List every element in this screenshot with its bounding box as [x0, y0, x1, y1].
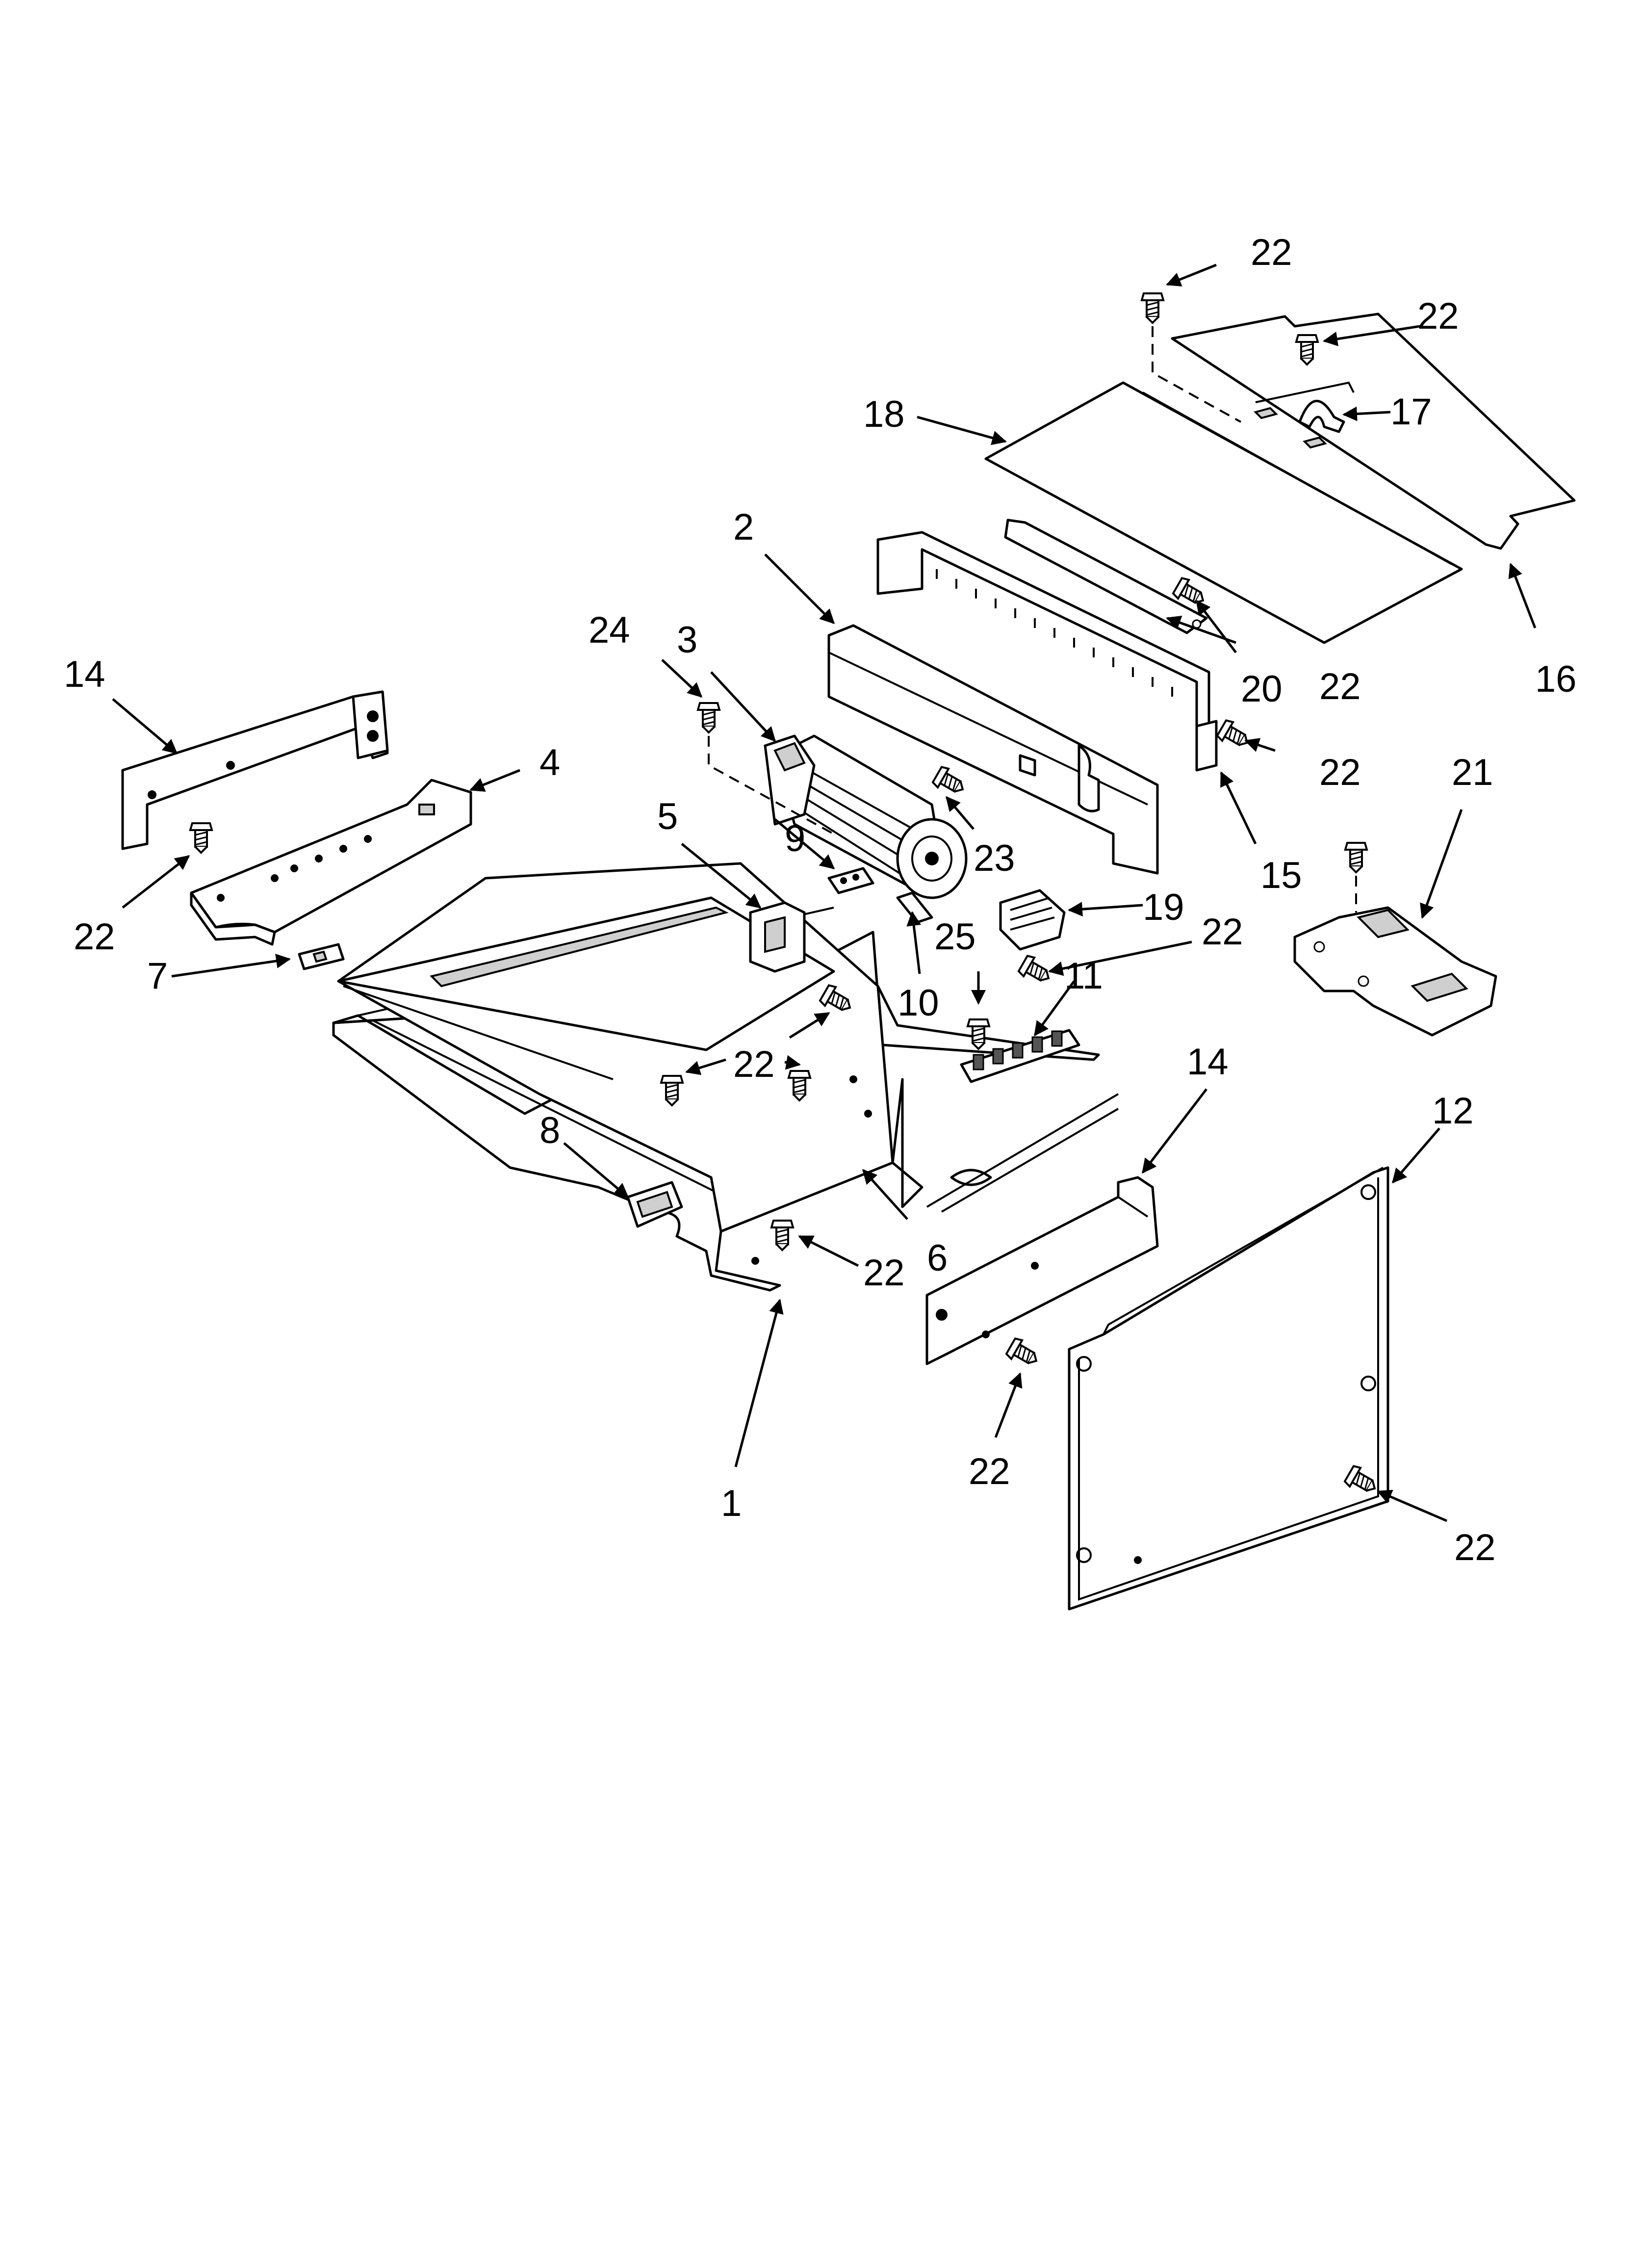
callout-8: 8 — [539, 1110, 560, 1151]
callout-22: 22 — [1417, 295, 1459, 337]
part-4-plate — [190, 779, 472, 946]
callout-1: 1 — [721, 1483, 742, 1524]
part-15-slotted-bracket — [876, 531, 1218, 772]
callout-labels: 22 22 17 18 16 2 20 22 22 15 21 24 3 23 … — [64, 232, 1577, 1568]
screw-22-left — [189, 822, 213, 854]
part-19-transformer — [999, 889, 1066, 951]
part-5-relay — [749, 901, 806, 973]
part-8-sensor — [626, 1181, 683, 1228]
screw-22-transformer — [1016, 953, 1055, 989]
callout-20: 20 — [1241, 668, 1283, 710]
callout-14: 14 — [1187, 1041, 1229, 1083]
screw-24 — [697, 702, 720, 733]
part-11-terminal-block — [960, 1029, 1080, 1083]
callout-7: 7 — [147, 955, 168, 997]
part-18-top-sheet — [984, 381, 1463, 644]
screw-22-right-bracket — [1004, 1335, 1043, 1372]
part-16-top-panel — [1171, 313, 1576, 550]
callout-23: 23 — [974, 837, 1015, 879]
leader-lines — [112, 263, 1537, 1522]
part-14-left-bracket — [121, 690, 389, 850]
callout-25: 25 — [934, 916, 976, 958]
callout-21: 21 — [1452, 752, 1493, 793]
callout-18: 18 — [863, 393, 905, 435]
part-21-control-board — [1293, 906, 1497, 1037]
callout-11: 11 — [1064, 955, 1103, 997]
callout-22: 22 — [1319, 666, 1361, 707]
callout-22: 22 — [1319, 752, 1361, 793]
callout-17: 17 — [1390, 391, 1432, 433]
screw-22-board — [1344, 842, 1368, 873]
part-12-front-panel — [1068, 1166, 1389, 1611]
callout-22: 22 — [733, 1043, 775, 1085]
callout-6: 6 — [927, 1237, 948, 1279]
callout-22: 22 — [74, 916, 115, 958]
callout-15: 15 — [1260, 855, 1302, 896]
callout-3: 3 — [677, 619, 697, 661]
callout-9: 9 — [785, 818, 805, 860]
callout-22: 22 — [969, 1451, 1010, 1492]
callout-22: 22 — [1454, 1527, 1496, 1568]
callout-22: 22 — [1202, 911, 1243, 953]
part-14-right-bracket — [925, 1176, 1159, 1365]
guide-lines — [708, 326, 1357, 912]
callout-14: 14 — [64, 653, 105, 695]
callout-5: 5 — [657, 796, 678, 837]
callout-16: 16 — [1535, 658, 1577, 700]
part-2-fan-housing — [827, 624, 1159, 875]
part-3-blower-motor — [764, 734, 968, 899]
screw-22-bracket — [1215, 717, 1254, 754]
callout-19: 19 — [1143, 886, 1184, 928]
callout-10: 10 — [898, 982, 939, 1024]
callout-4: 4 — [539, 742, 560, 783]
callout-24: 24 — [589, 609, 630, 651]
callout-2: 2 — [733, 506, 754, 548]
screw-23 — [930, 764, 969, 800]
screw-22-top-left — [1141, 292, 1164, 324]
part-7-clip — [298, 943, 345, 970]
part-17-clamp — [1298, 400, 1345, 433]
callout-22: 22 — [1251, 232, 1292, 273]
screw-22-lower — [770, 1220, 794, 1251]
callout-12: 12 — [1432, 1090, 1474, 1132]
part-20-strip — [1004, 519, 1208, 634]
part-9-terminal-strip — [827, 867, 874, 894]
callout-22: 22 — [863, 1252, 905, 1294]
